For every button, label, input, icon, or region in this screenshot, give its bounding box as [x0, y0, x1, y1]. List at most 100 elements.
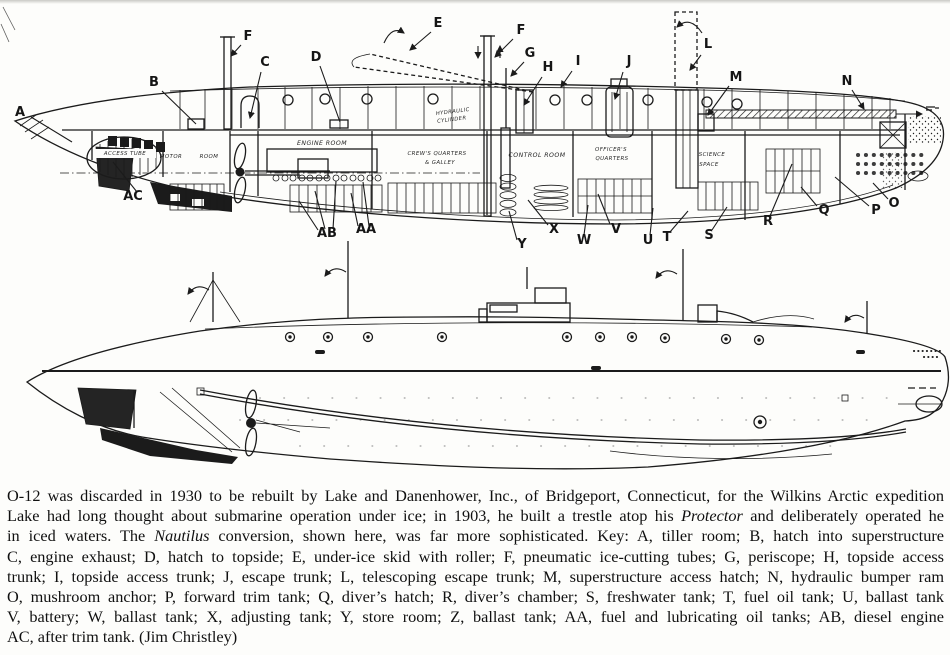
folding-arrows [187, 268, 865, 323]
under-ice-skid-E [351, 26, 534, 93]
deck-fitting [856, 350, 865, 354]
caption-line-4: C, engine exhaust; D, hatch to topside; … [7, 547, 944, 567]
caption-italic-text: Nautilus [154, 526, 210, 546]
key-letter: P [871, 203, 881, 218]
key-letter: N [842, 74, 853, 89]
key-label-R: R [763, 163, 793, 229]
key-letter: R [763, 214, 773, 229]
key-label-J: J [613, 54, 632, 101]
room-label: & GALLEY [425, 160, 455, 166]
caption-line-6: O, mushroom anchor; P, forward trim tank… [7, 587, 944, 607]
key-label-B: B [149, 75, 197, 125]
topside-hatch-D [329, 119, 349, 129]
caption-text: Lake had long thought about submarine op… [7, 506, 682, 526]
room-label: MOTOR [160, 154, 182, 160]
key-label-T: T [663, 210, 689, 245]
caption-text: O-12 was discarded in 1930 to be rebuilt… [7, 486, 944, 505]
portholes [284, 331, 765, 346]
caption-text: O, mushroom anchor; P, forward trim tank… [7, 587, 944, 607]
skeg [150, 182, 232, 212]
key-letter: O [888, 196, 899, 211]
skeg [100, 428, 238, 464]
caption-text: in iced waters. The [7, 526, 155, 546]
propeller-blade-lower [244, 427, 258, 457]
telescoping-escape-trunk-L [674, 11, 703, 189]
key-label-W: W [577, 204, 591, 248]
superstructure-side-line [204, 322, 813, 330]
key-label-O: O [872, 182, 900, 211]
key-letter: E [434, 16, 443, 31]
caption-text: trunk; I, topside access trunk; J, escap… [7, 566, 944, 586]
masts-and-structures [189, 241, 868, 334]
key-letter: C [260, 55, 270, 70]
key-letter: W [577, 233, 591, 248]
caption-block: O-12 was discarded in 1930 to be rebuilt… [7, 486, 944, 648]
profile-drawing [25, 241, 950, 470]
key-label-AA: AA [350, 181, 376, 237]
key-letter: B [149, 75, 159, 90]
conning-tower-slot [489, 304, 518, 313]
topside-access-trunk-H [515, 89, 534, 134]
store-room-ovals-Y [499, 173, 517, 217]
key-label-S: S [704, 206, 728, 243]
superstructure-holes [282, 93, 743, 110]
key-label-X: X [527, 199, 559, 237]
scan-edge-artifact [0, 0, 950, 4]
key-label-G: G [510, 46, 535, 77]
shaft-strut [255, 419, 331, 433]
propeller-blade-upper [233, 142, 247, 170]
propeller-shaft [245, 170, 330, 176]
caption-text: AC, after trim tank. (Jim Christley) [7, 627, 238, 647]
escape-trunk-J [605, 78, 634, 138]
room-label: ROOM [200, 154, 219, 160]
engine-exhaust-C [240, 95, 260, 128]
access-tube [86, 136, 162, 180]
key-letter: T [663, 230, 672, 245]
key-letter: M [730, 70, 743, 85]
key-letter: D [311, 50, 322, 65]
battery-cells-V [577, 178, 653, 214]
profile-hull-outline [25, 316, 950, 470]
tiller-room-hatching [108, 136, 165, 152]
ballast-cells-crew [387, 182, 497, 214]
mast-stays [189, 279, 241, 323]
key-letter: S [704, 228, 713, 243]
key-letter: F [244, 29, 253, 44]
key-letter: U [643, 233, 654, 248]
key-label-U: U [643, 207, 654, 248]
engine-room-block [266, 148, 378, 173]
room-label: CYLINDER [437, 115, 467, 125]
key-letter: A [15, 105, 25, 120]
caption-text: C, engine exhaust; D, hatch to topside; … [7, 546, 944, 566]
caption-line-7: V, battery; W, ballast tank; X, adjustin… [7, 607, 944, 627]
key-letter: J [626, 54, 632, 69]
key-label-AB: AB [298, 180, 337, 241]
room-label: ENGINE ROOM [297, 140, 347, 147]
profile-bow-details [841, 349, 943, 413]
fairwater [716, 310, 754, 323]
key-letter: Q [818, 203, 829, 218]
tank-cells-motor-room [169, 183, 225, 211]
superstructure-hatch-B [187, 118, 205, 130]
key-letter: L [704, 37, 712, 52]
caption-text: conversion, shown here, was far more sop… [209, 526, 944, 546]
room-label: ACCESS TUBE [103, 151, 146, 157]
propeller-hub [235, 167, 245, 177]
key-label-N: N [842, 74, 865, 110]
key-label-Y: Y [508, 210, 527, 252]
cutaway-inner-deck-edge [169, 86, 906, 102]
deck-locker [697, 304, 718, 323]
scan-smudge [0, 6, 16, 43]
key-label-AC: AC [112, 161, 143, 204]
key-label-Q: Q [800, 186, 830, 218]
hull-fittings [196, 350, 767, 429]
key-label-I: I [560, 54, 580, 88]
key-label-F: F [494, 23, 525, 58]
ice-cutting-tube-aft-F [223, 36, 232, 130]
cutaway-hull-outline [13, 83, 945, 225]
key-label-D: D [311, 50, 341, 123]
topside-fittings [187, 11, 715, 217]
